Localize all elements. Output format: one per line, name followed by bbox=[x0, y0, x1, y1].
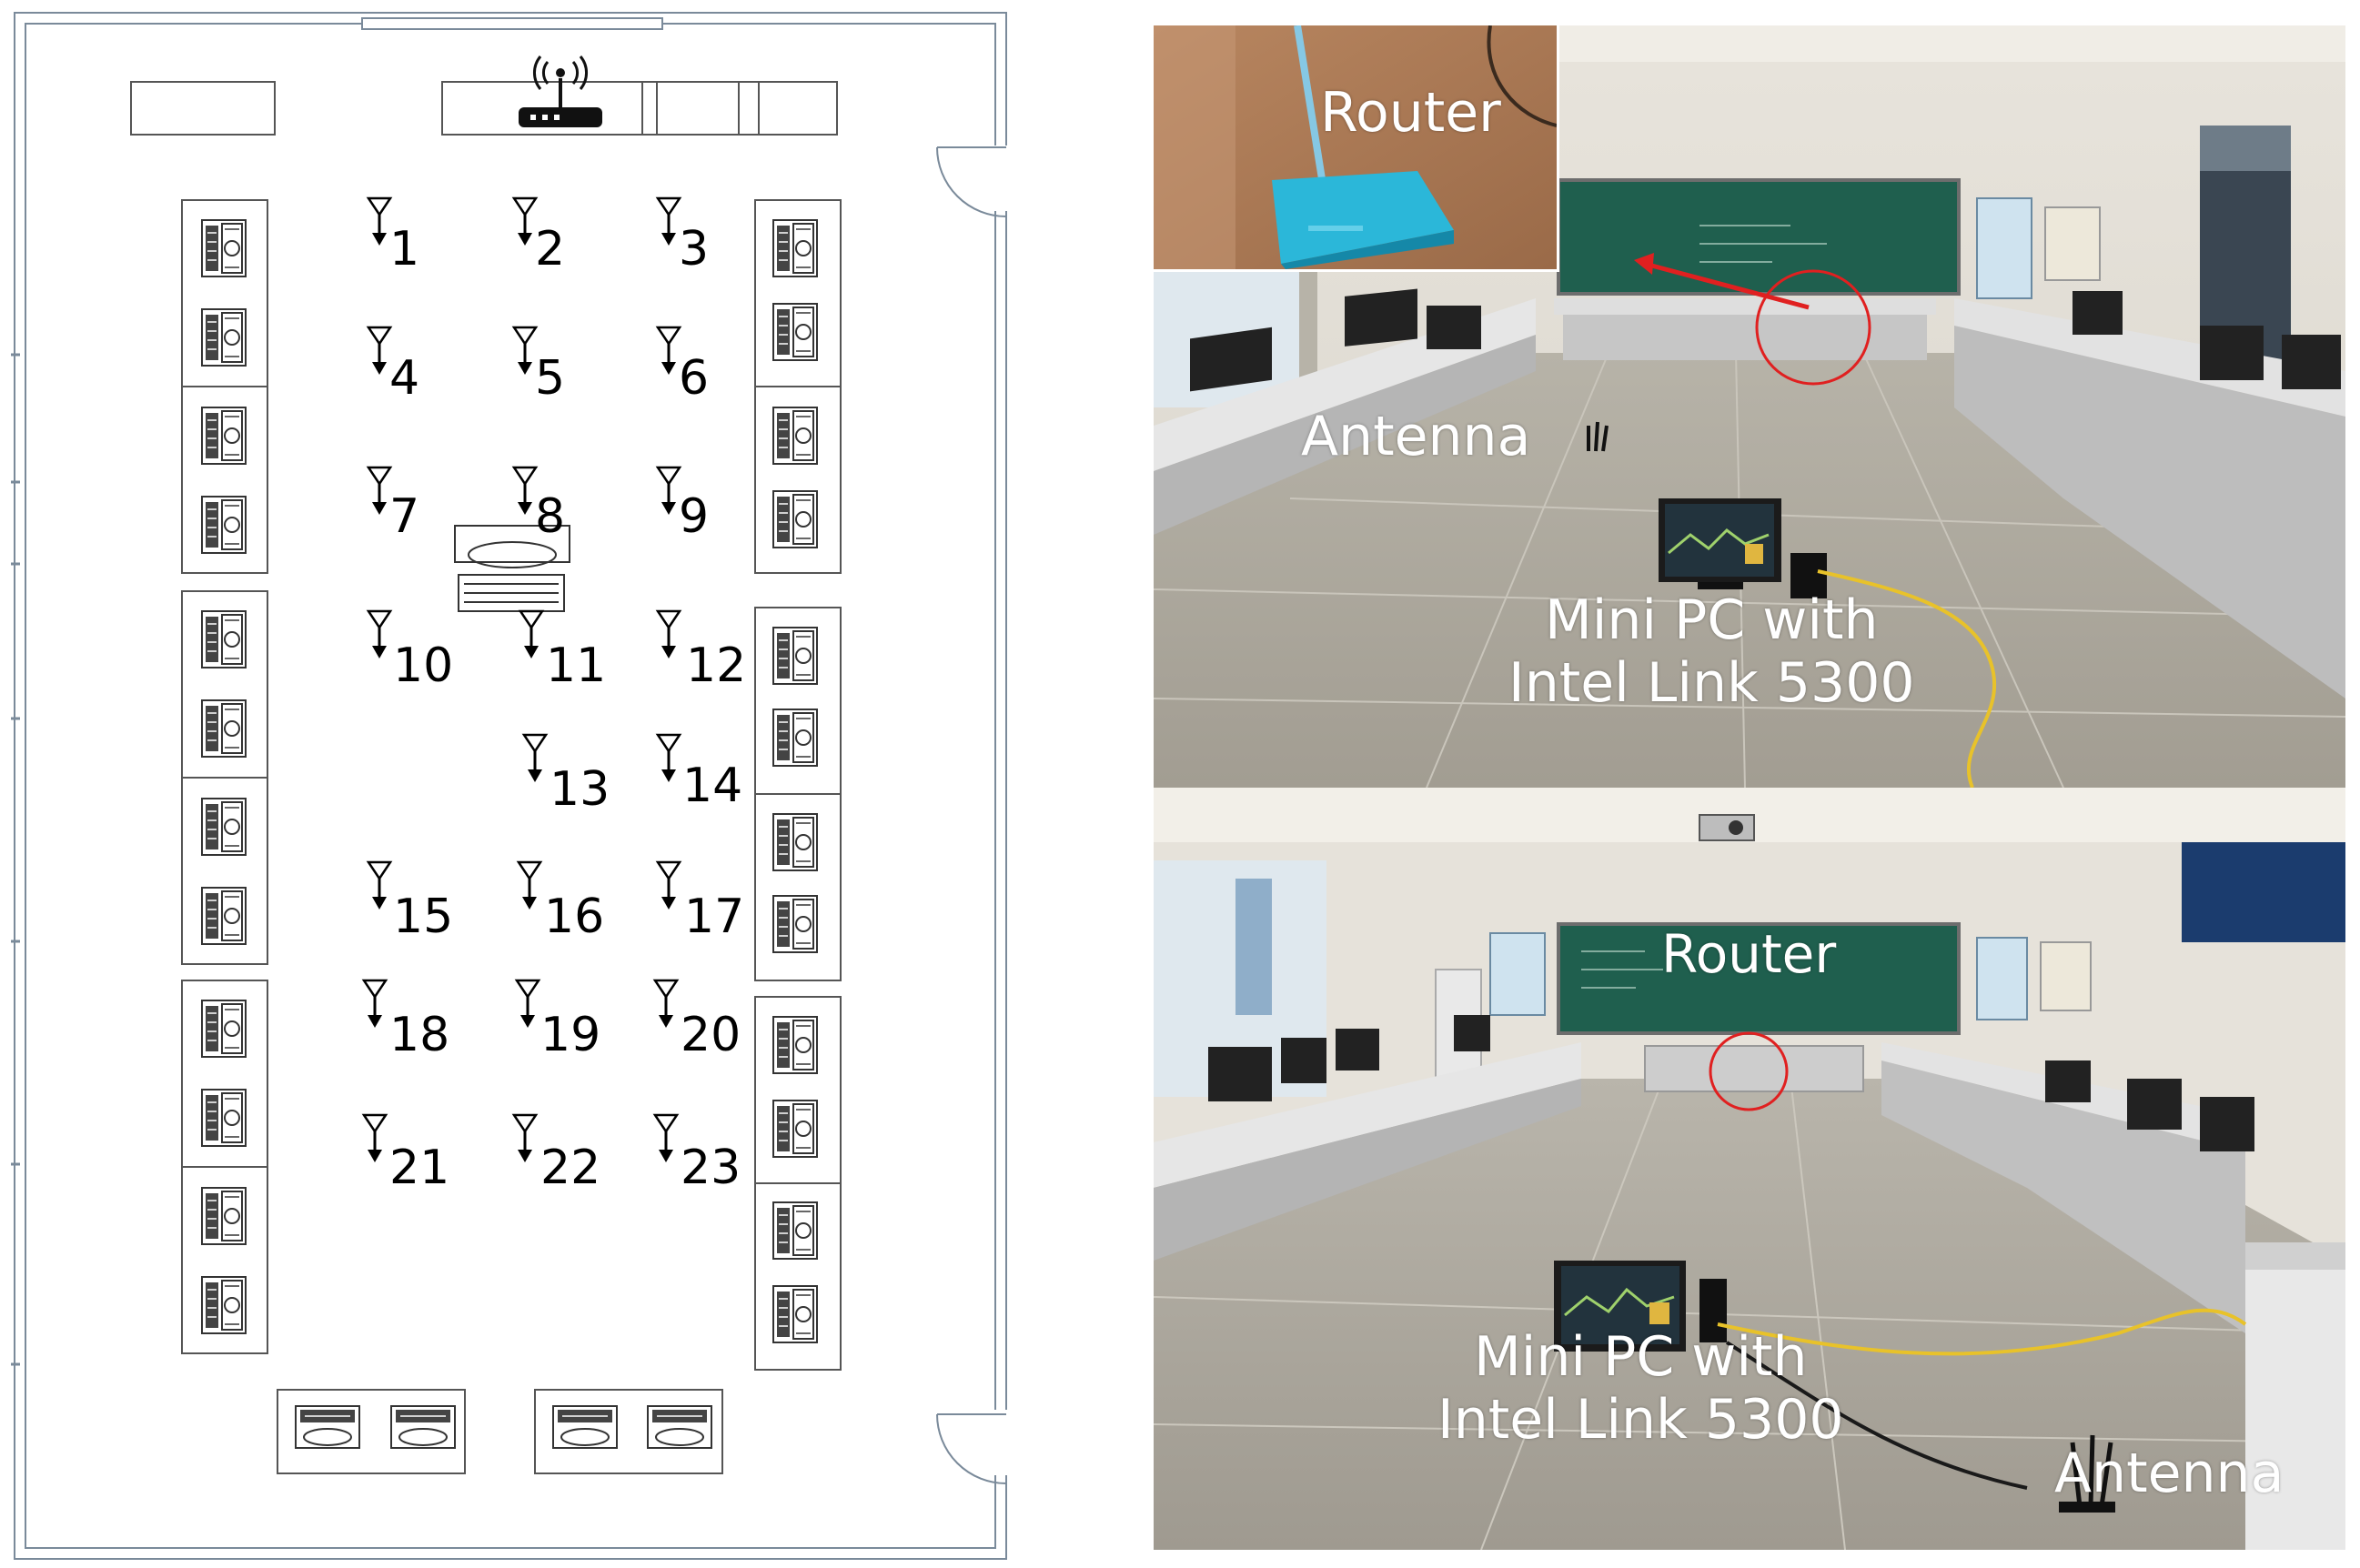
point-label: 23 bbox=[681, 1141, 741, 1195]
point-label: 10 bbox=[393, 638, 454, 693]
mini-pc-label-line2: Intel Link 5300 bbox=[1508, 651, 1915, 715]
floor-plan-drawing bbox=[11, 12, 1008, 1560]
workstations-bottom bbox=[295, 1405, 712, 1449]
point-label: 15 bbox=[393, 890, 454, 944]
mini-pc-label-bottom-line2: Intel Link 5300 bbox=[1437, 1388, 1844, 1452]
point-label: 3 bbox=[679, 222, 710, 276]
mini-pc-label-line1: Mini PC with bbox=[1544, 588, 1879, 652]
point-label: 21 bbox=[389, 1141, 450, 1195]
lab-photo-bottom-scene bbox=[1154, 788, 2345, 1550]
router-closeup-inset: Router bbox=[1154, 25, 1559, 272]
point-label: 22 bbox=[540, 1141, 601, 1195]
point-label: 20 bbox=[681, 1008, 741, 1062]
receiver-pc-icon bbox=[454, 525, 570, 612]
point-label: 4 bbox=[389, 351, 420, 406]
point-label: 7 bbox=[389, 489, 420, 544]
point-label: 16 bbox=[544, 890, 605, 944]
point-label: 8 bbox=[535, 489, 566, 544]
router-closeup-scene bbox=[1154, 25, 1557, 269]
antenna-label: Antenna bbox=[1301, 405, 1531, 468]
point-label: 19 bbox=[540, 1008, 601, 1062]
floor-plan: 1 2 3 4 5 6 7 8 9 10 11 12 13 14 15 16 1… bbox=[0, 0, 1024, 1568]
router-icon bbox=[519, 55, 602, 127]
lab-photo-top: Router Antenna Mini PC with Intel Link 5… bbox=[1154, 25, 2345, 788]
antenna-label-bottom: Antenna bbox=[2054, 1442, 2284, 1505]
mini-pc-label: Mini PC with Intel Link 5300 bbox=[1508, 589, 1915, 715]
point-label: 14 bbox=[682, 759, 743, 813]
router-label-inset: Router bbox=[1320, 81, 1501, 145]
point-label: 18 bbox=[389, 1008, 450, 1062]
lab-photo-bottom: Router Mini PC with Intel Link 5300 Ante… bbox=[1154, 788, 2345, 1550]
mini-pc-label-bottom: Mini PC with Intel Link 5300 bbox=[1437, 1326, 1844, 1452]
point-label: 5 bbox=[535, 351, 566, 406]
mini-pc-label-bottom-line1: Mini PC with bbox=[1473, 1325, 1808, 1389]
workstations-right bbox=[772, 219, 818, 1343]
router-label-bottom: Router bbox=[1661, 923, 1837, 985]
point-label: 6 bbox=[679, 351, 710, 406]
point-label: 1 bbox=[389, 222, 420, 276]
point-label: 2 bbox=[535, 222, 566, 276]
point-label: 12 bbox=[686, 638, 747, 693]
point-label: 9 bbox=[679, 489, 710, 544]
point-label: 17 bbox=[684, 890, 745, 944]
point-label: 11 bbox=[546, 638, 607, 693]
point-label: 13 bbox=[550, 762, 610, 817]
